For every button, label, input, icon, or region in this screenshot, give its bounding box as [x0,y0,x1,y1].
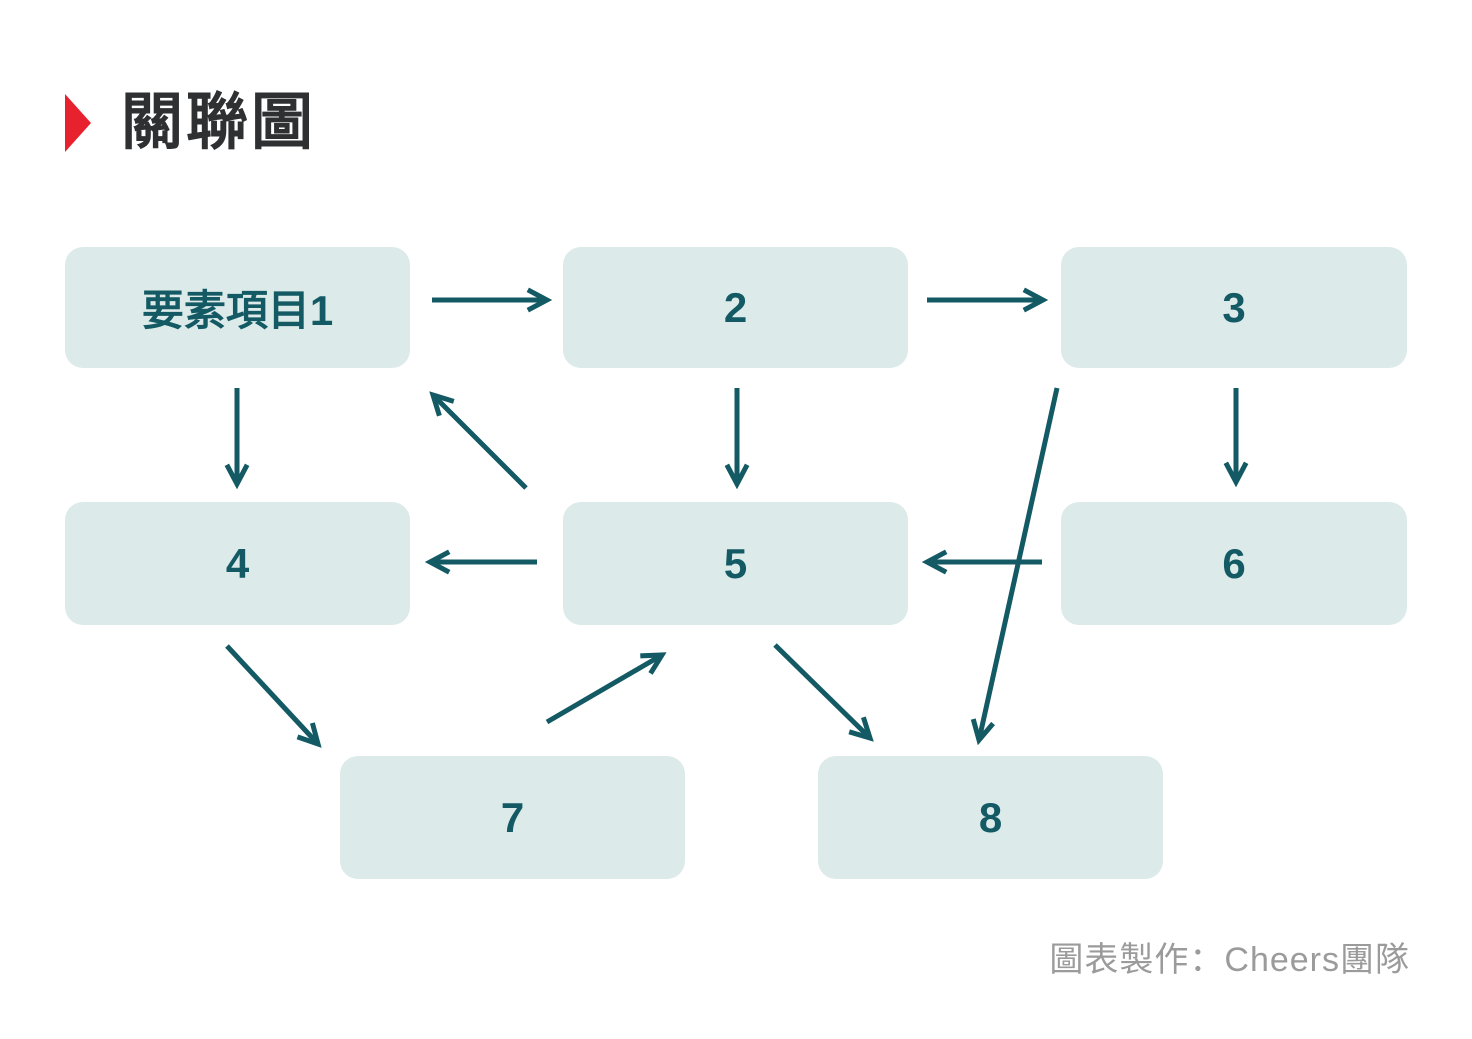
node-label: 2 [723,283,748,331]
node-label: 5 [723,539,748,587]
node-label: 7 [500,793,525,841]
arrow-5-8 [773,643,870,738]
arrow-4-7 [225,644,318,744]
diagram-node-7: 7 [340,756,685,879]
diagram-node-5: 5 [563,502,908,625]
page-header: 關聯圖 [65,92,316,154]
diagram-node-3: 3 [1061,247,1407,368]
node-label: 要素項目1 [141,287,334,334]
page-title: 關聯圖 [121,88,317,157]
section-marker-icon [65,94,91,152]
node-label: 3 [1222,283,1246,331]
node-label: 6 [1222,539,1246,587]
arrow-5-1 [433,395,528,490]
credit-text: 圖表製作：Cheers團隊 [1049,941,1410,979]
node-label: 8 [978,793,1003,841]
diagram-node-6: 6 [1061,502,1407,625]
arrow-7-5 [545,655,662,725]
diagram-node-1: 要素項目1 [65,247,410,368]
node-label: 4 [225,539,250,587]
arrow-3-8 [979,387,1060,740]
diagram-node-4: 4 [65,502,410,625]
diagram-node-2: 2 [563,247,908,368]
diagram-node-8: 8 [818,756,1163,879]
